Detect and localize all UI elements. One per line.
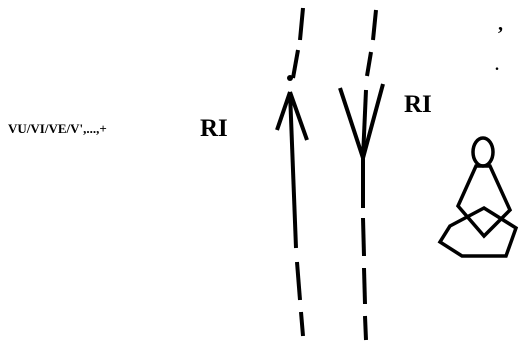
right-path-segment-top: [371, 9, 378, 41]
downward-fork-path-icon: [338, 9, 385, 341]
left-path-segment-lower: [295, 261, 302, 301]
comma-mark: ,: [498, 13, 503, 35]
dot-mark: .: [495, 57, 499, 74]
right-path-segment-upper: [365, 51, 373, 77]
seated-person-icon: [437, 136, 519, 258]
left-path-segment-upper: [291, 49, 300, 79]
left-path-segment-main: [288, 91, 298, 249]
person-torso: [455, 164, 513, 239]
fork-right-arm: [361, 83, 385, 159]
right-path-segment-bottom: [363, 315, 368, 341]
arrow-tip-dot: [287, 75, 293, 81]
vowel-sequence-label: VU/VI/VE/V',...,+: [8, 121, 107, 136]
fork-center-arm: [361, 89, 368, 159]
left-path-segment-bottom: [299, 311, 305, 337]
ri-label-left: RI: [200, 115, 228, 142]
right-path-segment-lower: [362, 267, 367, 305]
person-head: [471, 136, 495, 168]
fork-left-arm: [338, 87, 365, 159]
arrowhead-right-wing: [288, 91, 309, 141]
upward-arrow-path-icon: [275, 7, 309, 337]
person-legs: [437, 205, 519, 258]
arrowhead-left-wing: [275, 91, 292, 131]
ri-label-right: RI: [404, 91, 432, 118]
right-path-segment-mid: [361, 217, 366, 257]
left-path-segment-top: [298, 7, 305, 41]
